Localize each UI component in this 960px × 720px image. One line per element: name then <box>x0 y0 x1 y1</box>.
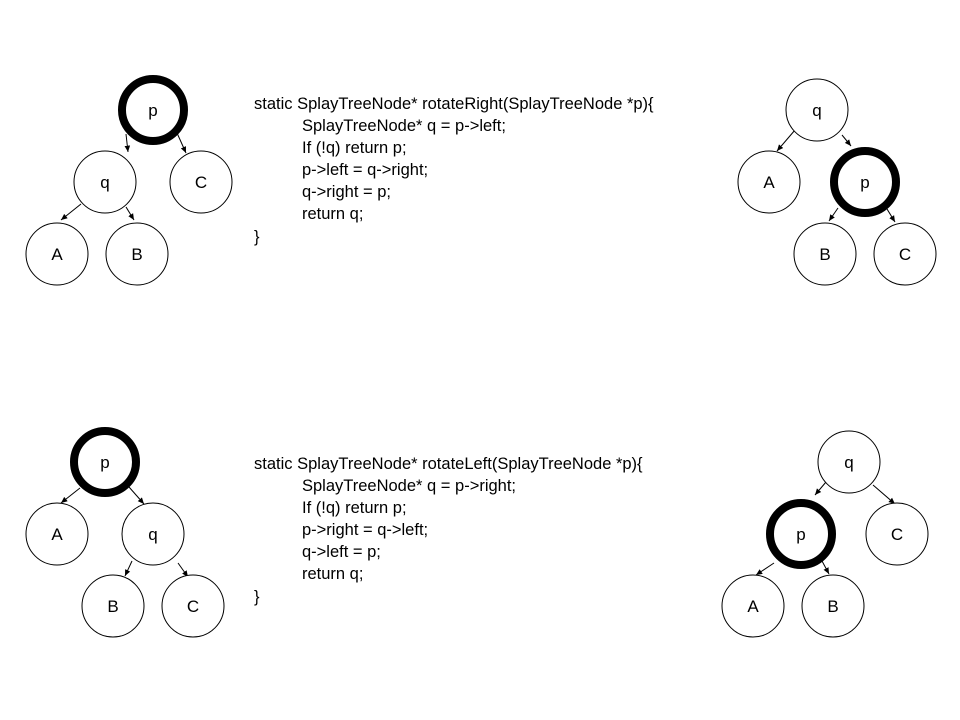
edge-q-c <box>872 484 896 505</box>
edge-p-b <box>828 207 839 222</box>
tree-node-p: p <box>118 75 188 145</box>
node-label: B <box>107 597 118 616</box>
code-line: If (!q) return p; <box>302 499 407 517</box>
node-label: p <box>860 173 869 192</box>
edge-q-a <box>60 203 82 221</box>
code-line: return q; <box>302 205 363 223</box>
node-label: q <box>100 173 109 192</box>
node-label: C <box>187 597 199 616</box>
node-label: C <box>195 173 207 192</box>
tree-node-q: q <box>121 502 185 566</box>
tree-node-q: q <box>817 430 881 494</box>
code-line: q->right = p; <box>302 183 391 201</box>
code-line: SplayTreeNode* q = p->right; <box>302 477 516 495</box>
edge-p-a <box>755 562 775 576</box>
tree-node-b: B <box>81 574 145 638</box>
tree-node-a: A <box>25 222 89 286</box>
code-line: } <box>254 228 260 246</box>
node-label: p <box>796 525 805 544</box>
edge-p-c <box>886 208 896 223</box>
tree-node-q: q <box>73 150 137 214</box>
node-label: A <box>747 597 759 616</box>
edge-q-b <box>124 560 133 577</box>
tree-node-p: p <box>70 427 140 497</box>
node-label: B <box>819 245 830 264</box>
node-label: C <box>891 525 903 544</box>
tree-node-b: B <box>801 574 865 638</box>
edge-q-p <box>841 134 852 147</box>
node-label: B <box>131 245 142 264</box>
rotate-left-code-block: static SplayTreeNode* rotateLeft(SplayTr… <box>254 455 643 606</box>
node-label: q <box>812 101 821 120</box>
node-label: A <box>51 245 63 264</box>
code-line: p->right = q->left; <box>302 521 428 539</box>
code-line: p->left = q->right; <box>302 161 428 179</box>
edge-p-q <box>124 133 131 153</box>
node-label: p <box>100 453 109 472</box>
edge-q-p <box>814 481 827 496</box>
edge-p-q <box>128 486 145 505</box>
rotate-left-section: p A q B C static SplayTreeNode* rotateLe… <box>25 427 929 638</box>
tree-node-q: q <box>785 78 849 142</box>
rotate-right-after-tree: q A p B C <box>737 78 937 286</box>
node-label: A <box>51 525 63 544</box>
node-label: q <box>148 525 157 544</box>
node-label: B <box>827 597 838 616</box>
tree-node-p: p <box>766 499 836 569</box>
code-line: SplayTreeNode* q = p->left; <box>302 117 506 135</box>
rotate-right-section: p q C A B static SplayTreeNode* rotateRi… <box>25 75 937 286</box>
edge-p-a <box>60 487 81 504</box>
edge-p-b <box>821 560 830 575</box>
code-line: } <box>254 588 260 606</box>
node-label: A <box>763 173 775 192</box>
edge-p-c <box>176 132 187 154</box>
code-line: q->left = p; <box>302 543 381 561</box>
code-line: static SplayTreeNode* rotateLeft(SplayTr… <box>254 455 643 473</box>
tree-node-b: B <box>793 222 857 286</box>
tree-node-a: A <box>721 574 785 638</box>
edge-q-b <box>125 206 135 221</box>
rotate-left-before-tree: p A q B C <box>25 427 225 638</box>
tree-node-p: p <box>830 147 900 217</box>
code-line: return q; <box>302 565 363 583</box>
rotate-right-before-tree: p q C A B <box>25 75 233 286</box>
tree-node-a: A <box>737 150 801 214</box>
tree-node-c: C <box>873 222 937 286</box>
rotate-right-code-block: static SplayTreeNode* rotateRight(SplayT… <box>254 95 654 246</box>
tree-node-a: A <box>25 502 89 566</box>
tree-node-b: B <box>105 222 169 286</box>
rotate-left-after-tree: q p C A B <box>721 430 929 638</box>
tree-node-c: C <box>169 150 233 214</box>
code-line: static SplayTreeNode* rotateRight(SplayT… <box>254 95 654 113</box>
node-label: q <box>844 453 853 472</box>
edge-q-a <box>776 129 796 152</box>
node-label: p <box>148 101 157 120</box>
node-label: C <box>899 245 911 264</box>
edge-q-c <box>177 562 189 578</box>
tree-node-c: C <box>865 502 929 566</box>
tree-node-c: C <box>161 574 225 638</box>
code-line: If (!q) return p; <box>302 139 407 157</box>
